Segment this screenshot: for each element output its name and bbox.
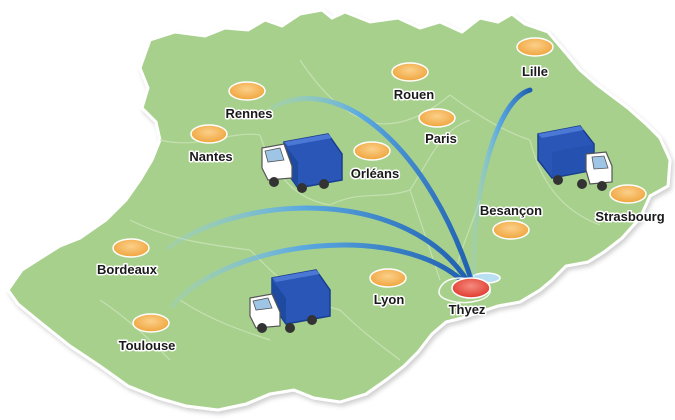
- city-marker-paris[interactable]: Paris: [418, 108, 458, 148]
- city-marker-rouen[interactable]: Rouen: [391, 62, 436, 104]
- route-thyez-lille: [471, 87, 533, 285]
- city-marker-toulouse[interactable]: Toulouse: [117, 313, 177, 355]
- truck-icon: [249, 269, 331, 333]
- city-markers: Lille Rouen Rennes Paris Nantes Orléans: [96, 37, 666, 355]
- city-label-rennes: Rennes: [226, 106, 273, 121]
- city-marker-bordeaux[interactable]: Bordeaux: [96, 238, 159, 279]
- city-label-orleans: Orléans: [351, 166, 399, 181]
- truck-icon: [261, 133, 343, 193]
- city-marker-nantes[interactable]: Nantes: [188, 124, 234, 166]
- city-label-lille: Lille: [522, 64, 548, 79]
- hub-label: Thyez: [449, 302, 486, 317]
- truck-icon: [537, 125, 613, 191]
- hub-marker[interactable]: Thyez: [438, 277, 491, 319]
- route-thyez-rennes: [269, 96, 475, 285]
- city-marker-besancon[interactable]: Besançon: [478, 202, 544, 240]
- region-borders: [99, 59, 601, 361]
- city-label-lyon: Lyon: [374, 292, 405, 307]
- route-thyez-toulouse: [169, 242, 469, 309]
- city-label-paris: Paris: [425, 131, 457, 146]
- city-marker-rennes[interactable]: Rennes: [224, 81, 274, 123]
- city-label-bordeaux: Bordeaux: [97, 262, 158, 277]
- city-label-nantes: Nantes: [189, 149, 232, 164]
- route-thyez-bordeaux: [165, 205, 471, 285]
- city-marker-lille[interactable]: Lille: [516, 37, 554, 81]
- city-marker-orleans[interactable]: Orléans: [349, 141, 401, 183]
- city-label-besancon: Besançon: [480, 203, 542, 218]
- routes: [165, 87, 533, 309]
- city-label-rouen: Rouen: [394, 87, 435, 102]
- city-label-toulouse: Toulouse: [119, 338, 176, 353]
- city-marker-strasbourg[interactable]: Strasbourg: [594, 184, 666, 226]
- city-marker-lyon[interactable]: Lyon: [369, 268, 407, 309]
- city-label-strasbourg: Strasbourg: [595, 209, 664, 224]
